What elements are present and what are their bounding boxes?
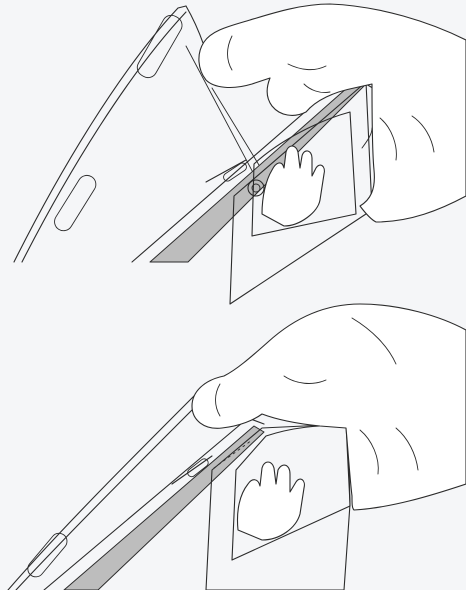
case-outline-top	[14, 6, 214, 262]
top-panel	[14, 4, 466, 304]
hand-bottom	[192, 304, 466, 510]
tablet-edge-bottom	[44, 418, 264, 590]
bottom-panel	[8, 304, 466, 590]
